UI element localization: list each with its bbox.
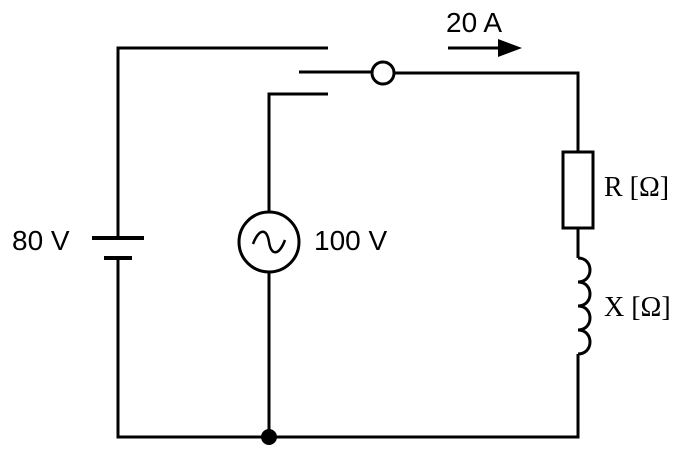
current-arrow-head-icon [498, 39, 522, 57]
inductor-icon [577, 256, 592, 356]
ac-sine-wave-icon [251, 230, 287, 254]
switch-pivot-icon [370, 60, 396, 86]
ac-voltage-label: 100 V [314, 225, 387, 256]
load-top-wire [394, 71, 580, 152]
junction-dot [261, 429, 277, 445]
load-bottom-wire [269, 354, 580, 439]
resistor-icon [561, 150, 595, 230]
switch [299, 60, 396, 86]
ac-source-top-wire [267, 92, 328, 212]
resistance-label: R [Ω] [604, 172, 669, 203]
current-label: 20 A [446, 7, 502, 38]
dc-voltage-label: 80 V [12, 225, 70, 256]
dc-branch [92, 46, 328, 439]
battery-top-wire [116, 46, 328, 236]
ac-branch [237, 92, 328, 437]
battery-bottom-wire [116, 260, 269, 439]
current-arrow [448, 39, 522, 57]
reactance-label: X [Ω] [604, 292, 671, 323]
load-branch [269, 71, 595, 439]
